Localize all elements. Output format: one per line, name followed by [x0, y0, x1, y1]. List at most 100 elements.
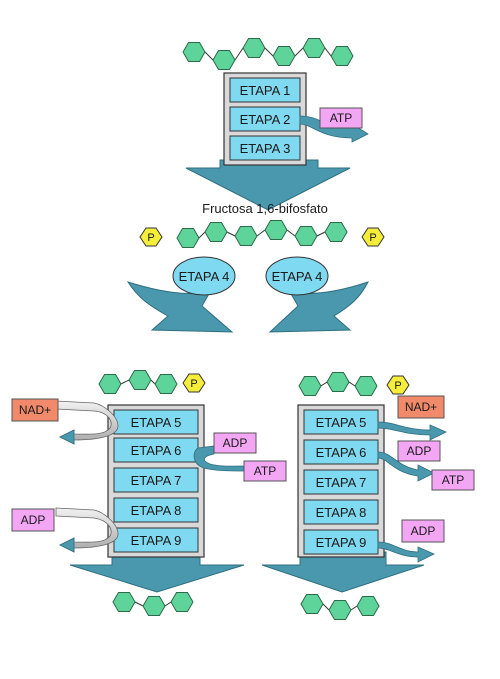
stage-2-label: ETAPA 2	[240, 112, 291, 127]
split-left-label: ETAPA 4	[179, 269, 230, 284]
split-left-oval: ETAPA 4	[172, 256, 236, 296]
right-stages: ETAPA 5 ETAPA 6 ETAPA 7 ETAPA 8 ETAPA 9	[303, 409, 379, 555]
carbon-hexagon	[326, 372, 350, 392]
right-pyruvate-chain	[300, 594, 380, 620]
phosphate-right-branch: P	[386, 375, 410, 395]
right-nad-box: NAD+	[397, 395, 445, 419]
carbon-hexagon	[356, 596, 380, 616]
right-atp-label-6: ATP	[442, 473, 464, 487]
carbon-hexagon	[354, 376, 378, 396]
bond-line	[264, 47, 274, 57]
carbon-hexagon	[234, 226, 258, 246]
carbon-hexagon	[98, 374, 122, 394]
fructose-title: Fructosa 1,6-bifosfato	[202, 201, 328, 216]
atp-box-top: ATP	[319, 107, 363, 129]
atp-curve-arrow	[299, 115, 369, 143]
fructose-chain	[176, 220, 348, 248]
bond-line	[316, 231, 326, 237]
left-pyruvate-chain	[112, 592, 194, 616]
right-stage-6-label: ETAPA 6	[316, 445, 367, 460]
carbon-hexagon	[170, 592, 194, 612]
stage-1: ETAPA 1	[229, 77, 301, 103]
left-stage-9-label: ETAPA 9	[131, 533, 182, 548]
left-atp-box-6: ATP	[243, 460, 287, 482]
phosphate-label: P	[147, 232, 154, 244]
bond-line	[348, 381, 356, 387]
carbon-hexagon	[182, 42, 206, 62]
carbon-hexagon	[324, 222, 348, 242]
right-adp-label-9: ADP	[411, 524, 436, 538]
left-adp-label-6: ADP	[223, 436, 248, 450]
bond-line	[350, 605, 358, 611]
carbon-hexagon	[264, 220, 288, 240]
right-stage-5-label: ETAPA 5	[316, 415, 367, 430]
split-right-label: ETAPA 4	[272, 269, 323, 284]
carbon-hexagon	[142, 596, 166, 616]
carbon-hexagon	[328, 600, 352, 620]
glucose-chain	[182, 38, 354, 70]
left-triose-chain	[98, 370, 178, 394]
bond-line	[226, 231, 236, 237]
right-adp-label-6: ADP	[407, 444, 432, 458]
top-down-arrow	[185, 159, 351, 211]
right-stage-9-label: ETAPA 9	[316, 535, 367, 550]
bond-line	[320, 381, 328, 387]
carbon-hexagon	[298, 376, 322, 396]
phosphate-label: P	[394, 380, 401, 392]
bond-line	[234, 47, 244, 61]
left-down-arrow	[69, 551, 245, 593]
carbon-hexagon	[204, 222, 228, 242]
carbon-hexagon	[242, 38, 266, 58]
left-stages: ETAPA 5 ETAPA 6 ETAPA 7 ETAPA 8 ETAPA 9	[113, 409, 199, 553]
split-right-oval: ETAPA 4	[265, 256, 329, 296]
right-triose-chain	[298, 372, 378, 396]
right-adp-box-9: ADP	[401, 519, 445, 543]
bond-line	[164, 601, 172, 607]
carbon-hexagon	[294, 226, 318, 246]
right-stage-7-label: ETAPA 7	[316, 475, 367, 490]
right-stage-8-label: ETAPA 8	[316, 505, 367, 520]
carbon-hexagon	[302, 38, 326, 58]
bond-line	[256, 229, 266, 237]
atp-label-top: ATP	[330, 111, 352, 125]
left-atp-label-6: ATP	[254, 464, 276, 478]
left-adp-arrowhead-9	[59, 537, 75, 553]
carbon-hexagon	[300, 594, 324, 614]
left-stage-5-label: ETAPA 5	[131, 415, 182, 430]
stage-3-label: ETAPA 3	[240, 141, 291, 156]
bond-line	[294, 47, 304, 57]
carbon-hexagon	[212, 50, 236, 70]
carbon-hexagon	[330, 46, 354, 66]
phosphate-label: P	[369, 232, 376, 244]
bond-line	[150, 379, 156, 385]
phosphate-left-branch: P	[182, 373, 206, 393]
bond-line	[322, 603, 330, 611]
right-atp-box-6: ATP	[431, 469, 475, 491]
left-nad-arrowhead	[59, 429, 75, 445]
left-adp-box-9: ADP	[11, 508, 55, 532]
stage-1-label: ETAPA 1	[240, 83, 291, 98]
right-adp-box-6: ADP	[397, 440, 441, 462]
stage-2: ETAPA 2	[229, 106, 301, 132]
bond-line	[324, 47, 332, 57]
carbon-hexagon	[176, 228, 200, 248]
left-stage-6-label: ETAPA 6	[131, 443, 182, 458]
left-stage-8-label: ETAPA 8	[131, 503, 182, 518]
bond-line	[134, 601, 144, 607]
carbon-hexagon	[272, 46, 296, 66]
right-nad-label: NAD+	[405, 400, 437, 414]
left-nad-label: NAD+	[19, 403, 51, 417]
carbon-hexagon	[154, 374, 178, 394]
bond-line	[286, 229, 296, 237]
bond-line	[120, 379, 130, 385]
left-stage-7-label: ETAPA 7	[131, 473, 182, 488]
phosphate-label: P	[190, 378, 197, 390]
bond-line	[204, 51, 214, 61]
carbon-hexagon	[128, 370, 152, 390]
right-nad-arrow	[377, 421, 447, 441]
right-adp-atp-arrow	[377, 451, 435, 482]
phosphate-right-top: P	[361, 227, 385, 247]
right-down-arrow	[261, 551, 425, 593]
left-nad-box: NAD+	[11, 398, 59, 422]
